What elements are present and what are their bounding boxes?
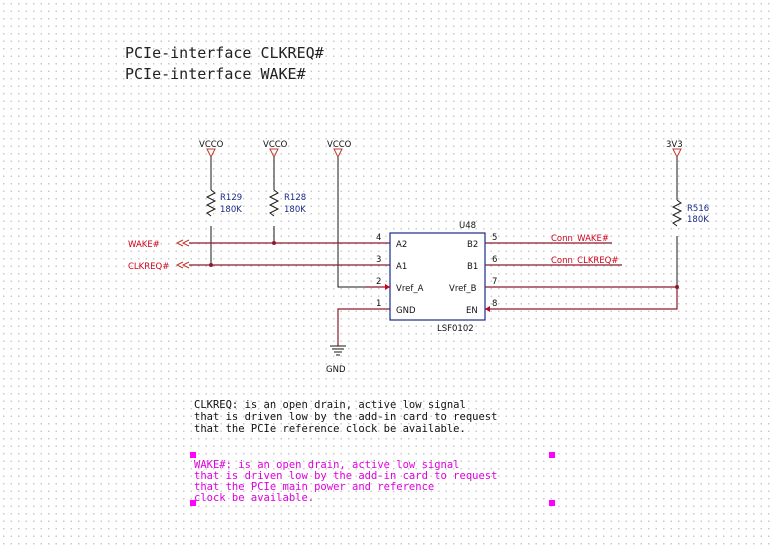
- port-clkreq[interactable]: CLKREQ#: [128, 261, 190, 272]
- ic-ref: U48: [459, 221, 476, 231]
- pin-name: Vref_B: [449, 284, 477, 294]
- resistor-r516[interactable]: R516 180K: [671, 157, 709, 287]
- pin-num: 3: [376, 255, 381, 265]
- power-label: VCCO: [199, 140, 224, 150]
- resistor-zigzag-icon: [671, 199, 683, 227]
- pin-name: A1: [396, 262, 407, 272]
- resistor-zigzag-icon: [268, 189, 280, 217]
- resistor-r128[interactable]: R128 180K: [268, 157, 306, 243]
- pin-arrow-icon: [385, 284, 390, 290]
- power-arrow-icon: [672, 148, 682, 159]
- power-arrow-icon: [333, 148, 343, 159]
- note-line: clock be available.: [194, 492, 314, 504]
- wire-en: [485, 287, 678, 310]
- junction-dot: [675, 285, 679, 289]
- power-port-vcco-3[interactable]: VCCO: [327, 140, 352, 159]
- power-label: VCCO: [327, 140, 352, 150]
- net-label-wake: WAKE#: [128, 240, 160, 250]
- resistor-ref: R129: [220, 193, 242, 203]
- title-clkreq: PCIe-interface CLKREQ#: [125, 44, 324, 62]
- pin-num: 6: [492, 255, 497, 265]
- pin-num: 4: [376, 233, 381, 243]
- resistor-zigzag-icon: [205, 189, 217, 217]
- ic-u48[interactable]: U48 LSF0102 4 A2 3 A1 2 Vref_A 1 GND 5 B…: [376, 221, 497, 334]
- power-label: VCCO: [263, 140, 288, 150]
- port-wake[interactable]: WAKE#: [128, 239, 190, 250]
- pin-name: A2: [396, 240, 407, 250]
- note-line: WAKE#: is an open drain, active low sign…: [194, 459, 460, 471]
- note-line: CLKREQ: is an open drain, active low sig…: [194, 399, 466, 411]
- power-label: 3V3: [666, 140, 683, 150]
- power-port-vcco-2[interactable]: VCCO: [263, 140, 288, 159]
- ic-body: [389, 232, 486, 321]
- selection-handle[interactable]: [549, 452, 555, 458]
- junction-dot: [272, 241, 276, 245]
- pin-name: B2: [467, 240, 478, 250]
- pin-name: B1: [467, 262, 478, 272]
- wire-vref-a: [337, 157, 365, 288]
- gnd-symbol[interactable]: GND: [326, 345, 346, 375]
- selection-handle[interactable]: [549, 500, 555, 506]
- note-clkreq[interactable]: CLKREQ: is an open drain, active low sig…: [194, 399, 497, 435]
- selection-handle[interactable]: [190, 500, 196, 506]
- note-line: that the PCIe reference clock be availab…: [194, 423, 466, 435]
- power-arrow-icon: [206, 148, 216, 159]
- wire-gnd: [337, 308, 390, 346]
- pin-num: 5: [492, 233, 497, 243]
- title-wake: PCIe-interface WAKE#: [125, 65, 306, 83]
- pin-num: 2: [376, 277, 381, 287]
- note-wake-selected[interactable]: WAKE#: is an open drain, active low sign…: [190, 452, 555, 506]
- pin-name: EN: [466, 306, 478, 316]
- offsheet-arrow-icon: [175, 239, 190, 247]
- pin-num: 8: [492, 299, 497, 309]
- ground-icon: [330, 345, 346, 356]
- gnd-label: GND: [326, 365, 346, 375]
- net-label-conn-wake: Conn_WAKE#: [551, 234, 609, 244]
- power-arrow-icon: [269, 148, 279, 159]
- power-port-vcco-1[interactable]: VCCO: [199, 140, 224, 159]
- resistor-ref: R128: [284, 193, 306, 203]
- ic-part: LSF0102: [437, 324, 474, 334]
- net-label-clkreq: CLKREQ#: [128, 262, 169, 272]
- resistor-value: 180K: [284, 205, 306, 215]
- selection-handle[interactable]: [190, 452, 196, 458]
- resistor-value: 180K: [220, 205, 242, 215]
- note-line: that the PCIe main power and reference: [194, 481, 434, 493]
- pin-name: Vref_A: [396, 284, 424, 294]
- note-line: that is driven low by the add-in card to…: [194, 470, 497, 482]
- offsheet-arrow-icon: [175, 261, 190, 269]
- net-label-conn-clkreq: Conn_CLKREQ#: [551, 256, 619, 266]
- junction-dot: [209, 263, 213, 267]
- power-port-3v3[interactable]: 3V3: [666, 140, 683, 159]
- pin-num: 7: [492, 277, 497, 287]
- resistor-ref: R516: [687, 204, 709, 214]
- pin-name: GND: [396, 306, 416, 316]
- resistor-value: 180K: [687, 215, 709, 225]
- note-line: that is driven low by the add-in card to…: [194, 411, 497, 423]
- pin-num: 1: [376, 299, 381, 309]
- resistor-r129[interactable]: R129 180K: [205, 157, 242, 265]
